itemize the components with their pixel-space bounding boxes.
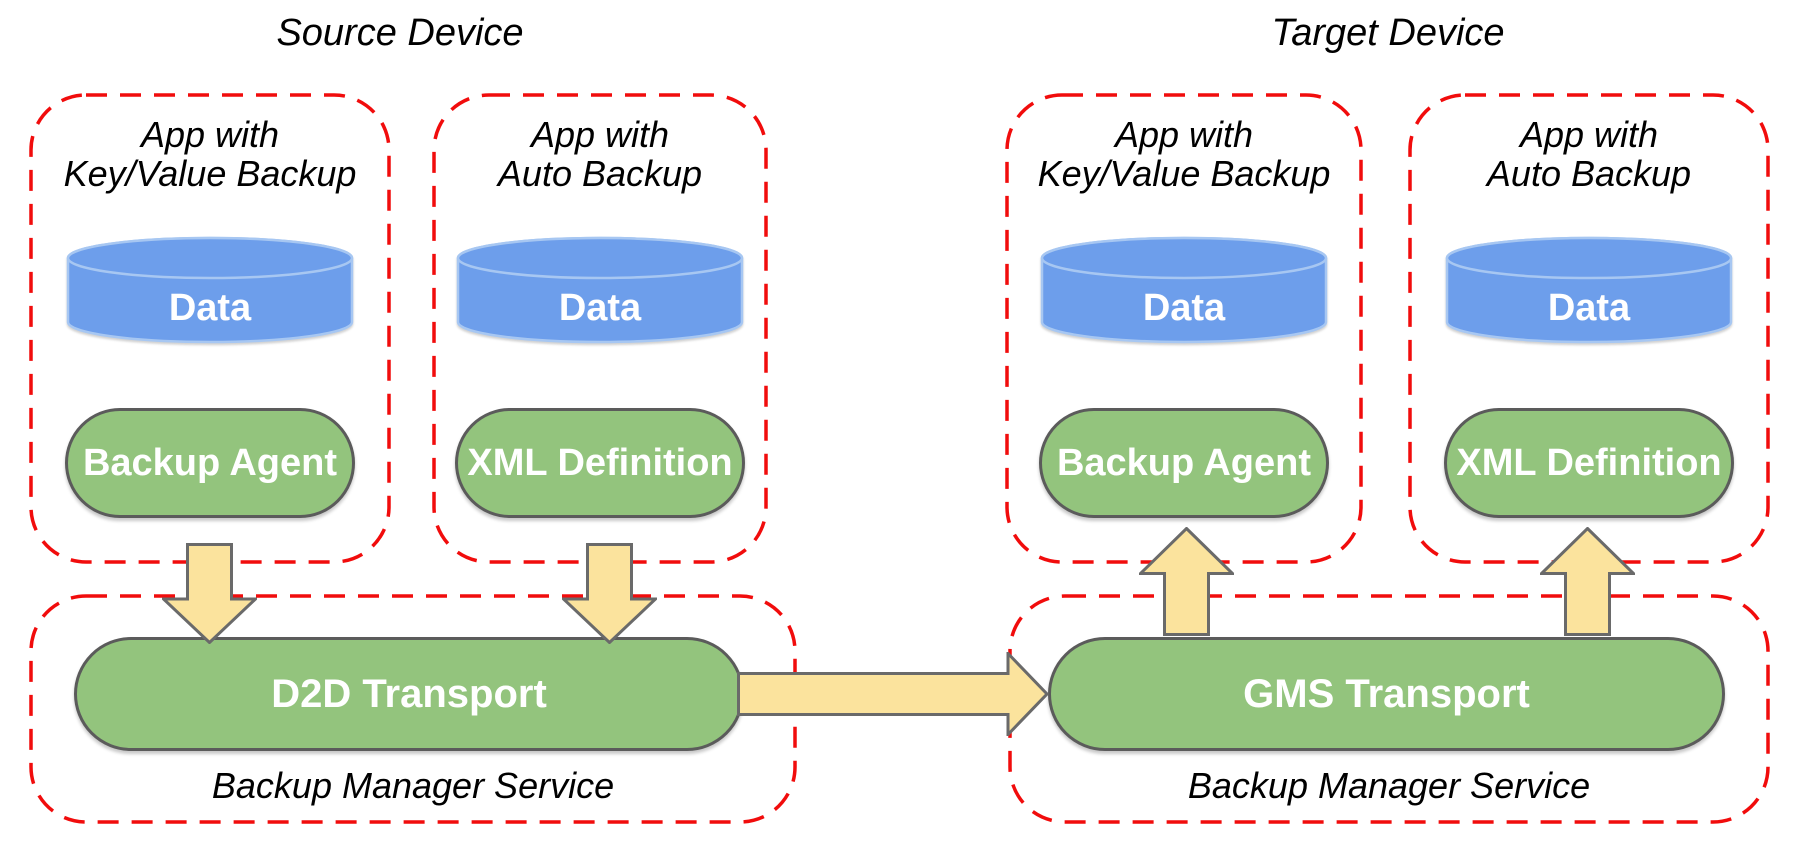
- app-title-line2: Key/Value Backup: [63, 153, 357, 194]
- data-label: Data: [1142, 286, 1226, 329]
- data-store: Data: [1444, 235, 1734, 345]
- target-keyvalue-app-group: App with Key/Value Backup Data Backup Ag…: [1005, 93, 1363, 564]
- app-title-line1: App with: [530, 114, 670, 155]
- database-cylinder-icon: [1445, 236, 1733, 344]
- data-store: Data: [1039, 235, 1329, 345]
- database-cylinder-icon: [1040, 236, 1328, 344]
- app-title: App with Key/Value Backup: [29, 115, 391, 193]
- backup-agent-pill: Backup Agent: [1039, 408, 1329, 518]
- source-keyvalue-app-group: App with Key/Value Backup Data Backup Ag…: [29, 93, 391, 564]
- source-backup-manager-service-group: D2D Transport Backup Manager Service: [29, 594, 797, 824]
- backup-agent-pill: Backup Agent: [65, 408, 355, 518]
- source-device-title: Source Device: [276, 12, 524, 54]
- d2d-transport-pill: D2D Transport: [74, 637, 744, 751]
- down-arrow-icon: [562, 543, 657, 644]
- app-title-line2: Key/Value Backup: [1037, 153, 1331, 194]
- app-title: App with Auto Backup: [1408, 115, 1770, 193]
- app-title-line1: App with: [1114, 114, 1254, 155]
- target-backup-manager-service-group: GMS Transport Backup Manager Service: [1008, 594, 1770, 824]
- data-store: Data: [455, 235, 745, 345]
- backup-manager-service-label: Backup Manager Service: [1187, 765, 1591, 806]
- data-store: Data: [65, 235, 355, 345]
- data-label: Data: [558, 286, 642, 329]
- app-title-line2: Auto Backup: [497, 153, 703, 194]
- data-label: Data: [168, 286, 252, 329]
- source-auto-app-group: App with Auto Backup Data XML Definition: [432, 93, 768, 564]
- right-arrow-icon: [737, 652, 1049, 736]
- data-label: Data: [1547, 286, 1631, 329]
- xml-definition-pill: XML Definition: [1444, 408, 1734, 518]
- xml-definition-pill: XML Definition: [455, 408, 745, 518]
- database-cylinder-icon: [456, 236, 744, 344]
- app-title: App with Key/Value Backup: [1005, 115, 1363, 193]
- backup-manager-service-label: Backup Manager Service: [211, 765, 615, 806]
- app-title: App with Auto Backup: [432, 115, 768, 193]
- target-device-title: Target Device: [1271, 12, 1505, 54]
- database-cylinder-icon: [66, 236, 354, 344]
- dashed-boundary: [1008, 594, 1770, 824]
- down-arrow-icon: [162, 543, 257, 644]
- app-title-line1: App with: [140, 114, 280, 155]
- app-title-line2: Auto Backup: [1486, 153, 1692, 194]
- app-title-line1: App with: [1519, 114, 1659, 155]
- up-arrow-icon: [1139, 527, 1234, 636]
- target-auto-app-group: App with Auto Backup Data XML Definition: [1408, 93, 1770, 564]
- up-arrow-icon: [1540, 527, 1635, 636]
- gms-transport-pill: GMS Transport: [1048, 637, 1725, 751]
